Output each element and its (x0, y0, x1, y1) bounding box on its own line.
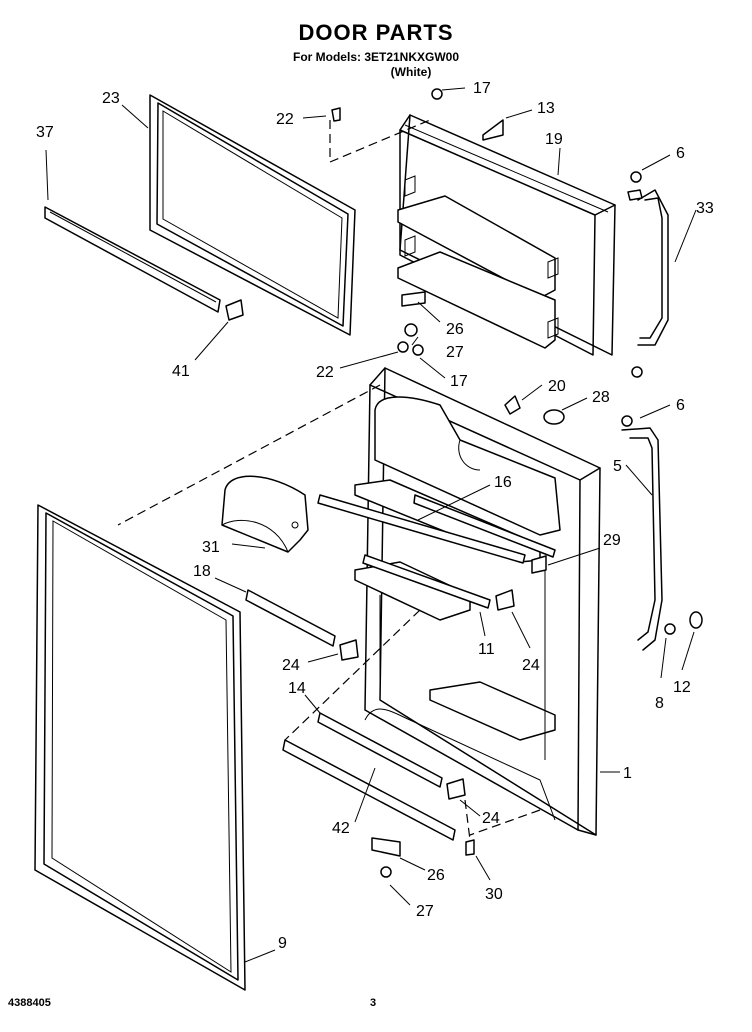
callout-37: 37 (36, 124, 54, 141)
doc-number: 4388405 (8, 997, 51, 1009)
callout-9: 9 (278, 935, 287, 952)
page-number: 3 (370, 997, 377, 1009)
callout-30: 30 (485, 886, 503, 903)
door-clips (339, 555, 547, 878)
callout-23: 23 (102, 90, 120, 107)
callout-33: 33 (696, 200, 714, 217)
callout-18: 18 (193, 563, 211, 580)
callout-31: 31 (202, 539, 220, 556)
callout-29: 29 (603, 532, 621, 549)
callout-27: 27 (446, 344, 464, 361)
clip-41 (225, 299, 244, 321)
callout-26: 26 (446, 321, 464, 338)
reference-lines (117, 119, 541, 841)
color-line: (White) (390, 65, 432, 79)
callout-1: 1 (623, 765, 632, 782)
callout-6: 6 (676, 145, 685, 162)
callout-24b: 24 (522, 657, 540, 674)
callout-19: 19 (545, 131, 563, 148)
callout-14: 14 (288, 680, 306, 697)
callout-22b: 22 (316, 364, 334, 381)
callout-27b: 27 (416, 903, 434, 920)
callout-11: 11 (478, 641, 495, 658)
callout-20: 20 (548, 378, 566, 395)
freezer-gasket (149, 94, 356, 336)
callout-16: 16 (494, 474, 512, 491)
butter-compartment (221, 475, 309, 553)
fresh-food-handle (621, 427, 663, 651)
callout-41: 41 (172, 363, 190, 380)
callout-numbers: 23 37 22 17 13 19 6 33 41 26 27 22 17 20… (36, 80, 714, 952)
leader-lines (45, 87, 697, 963)
models-line: For Models: 3ET21NKXGW00 (292, 50, 460, 64)
freezer-handle (637, 189, 669, 346)
callout-42: 42 (332, 820, 350, 837)
page-title: DOOR PARTS (298, 20, 454, 45)
callout-22: 22 (276, 111, 294, 128)
callout-26b: 26 (427, 867, 445, 884)
freezer-trim-strip (44, 206, 221, 313)
freezer-door (397, 114, 616, 356)
callout-24: 24 (282, 657, 300, 674)
callout-6b: 6 (676, 397, 685, 414)
callout-5: 5 (613, 458, 622, 475)
callout-17: 17 (473, 80, 491, 97)
small-hardware (331, 88, 703, 635)
callout-28: 28 (592, 389, 610, 406)
callout-13: 13 (537, 100, 555, 117)
callout-8: 8 (655, 695, 664, 712)
callout-12: 12 (673, 679, 691, 696)
trim-bars (245, 494, 556, 841)
callout-24c: 24 (482, 810, 500, 827)
callout-17b: 17 (450, 373, 468, 390)
fresh-food-gasket (34, 504, 246, 991)
